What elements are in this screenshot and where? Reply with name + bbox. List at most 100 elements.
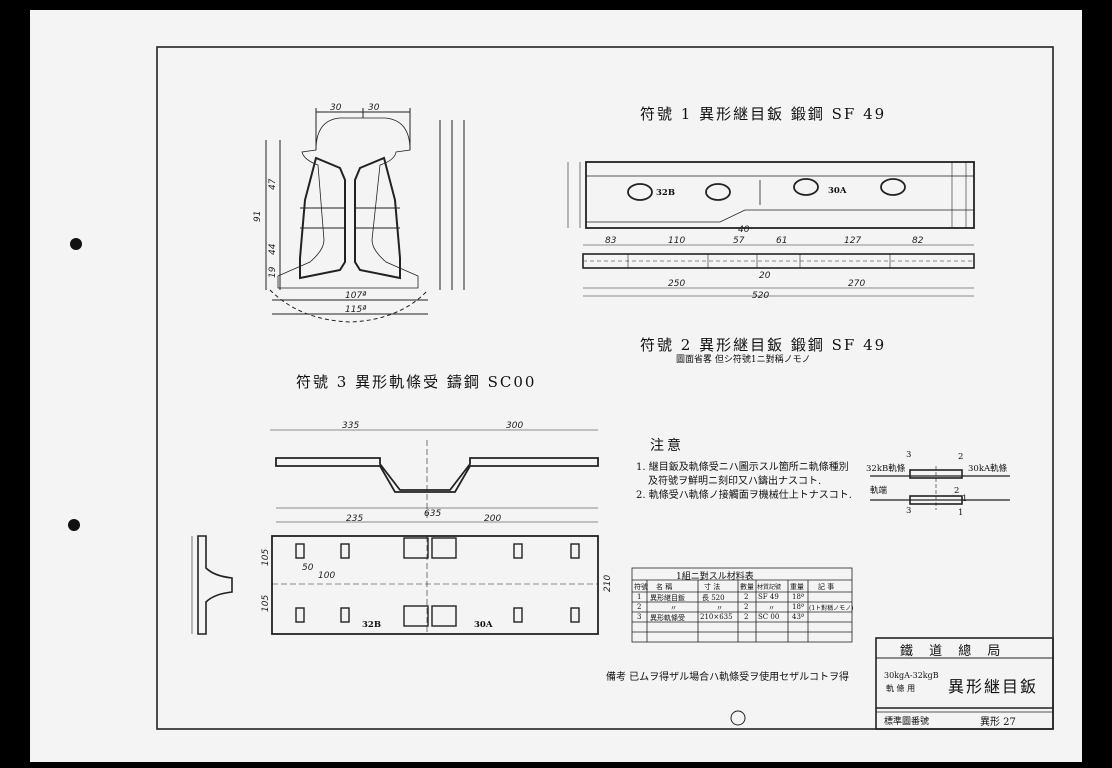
- rail-section-view: [265, 108, 465, 323]
- parts-table-grid: [631, 567, 853, 643]
- dim-107: 107ª: [345, 291, 367, 301]
- section-dimension-labels: 30 30 107ª 115ª 91 47 44 19: [253, 103, 380, 315]
- dim-83: 83: [605, 236, 617, 246]
- part3-dimension-labels: 335 300 635 235 200 105 105 210 50 100: [261, 421, 613, 612]
- dim-335: 335: [342, 421, 359, 431]
- title-block-grid: [875, 637, 1054, 730]
- dim-105-bottom: 105: [261, 595, 271, 612]
- dim-270: 270: [848, 279, 865, 289]
- dim-235: 235: [346, 514, 363, 524]
- drawing-border: [156, 46, 1054, 730]
- table-cell: (1ト對稱ノモノ): [809, 605, 854, 612]
- dim-30-right: 30: [368, 103, 380, 113]
- part2-title: 符號 2 異形継目鈑 鍛鋼 SF 49: [640, 336, 887, 354]
- paper: [30, 10, 1082, 762]
- sketch-mark-3a: 3: [906, 450, 912, 460]
- sketch-right-label: 30kA軌條: [968, 464, 1008, 474]
- binding-hole-top: [70, 238, 82, 250]
- table-header-weight: 重量: [790, 583, 804, 591]
- notes-heading: 注意: [650, 438, 684, 454]
- dim-47: 47: [268, 178, 278, 190]
- sketch-mark-1b: 1: [962, 494, 968, 504]
- table-cell: 異形軌條受: [650, 614, 685, 622]
- dim-61: 61: [776, 236, 787, 246]
- dim-200: 200: [484, 514, 501, 524]
- sketch-side-label: 軌端: [870, 486, 888, 496]
- scribble-mark: [730, 710, 746, 726]
- dim-210: 210: [603, 575, 613, 592]
- title-block-std-num: 異形 27: [980, 717, 1016, 728]
- dim-520: 520: [752, 291, 769, 301]
- table-cell: 2: [744, 593, 749, 601]
- sketch-left-label: 32kB軌條: [866, 464, 906, 474]
- table-cell: 1: [637, 593, 642, 601]
- dim-300: 300: [506, 421, 523, 431]
- dim-19: 19: [268, 266, 278, 278]
- table-cell: 210×635: [700, 613, 733, 621]
- title-block-org: 鐵 道 總 局: [900, 644, 1007, 659]
- table-title: 1組ニ對スル材料表: [676, 572, 754, 582]
- table-cell: SC 00: [758, 613, 780, 621]
- table-cell: 18ª: [792, 593, 805, 601]
- table-cell: 〃: [670, 604, 677, 612]
- table-header-qty: 數量: [740, 583, 754, 591]
- table-cell: 43ª: [792, 613, 805, 621]
- part3-title: 符號 3 異形軌條受 鑄鋼 SC00: [296, 373, 537, 391]
- part1-label-30a: 30A: [828, 186, 847, 196]
- dim-91: 91: [253, 211, 263, 222]
- dim-105-top: 105: [261, 549, 271, 566]
- table-cell: 〃: [716, 604, 723, 612]
- dim-44: 44: [268, 243, 278, 255]
- dim-635: 635: [424, 509, 441, 519]
- part1-label-32b: 32B: [656, 188, 676, 198]
- dim-250: 250: [668, 279, 685, 289]
- dim-110: 110: [668, 236, 685, 246]
- dim-100: 100: [318, 571, 335, 581]
- note-line-2: 2. 軌條受ハ軌條ノ接觸面ヲ機械仕上トナスコト.: [636, 490, 852, 501]
- dim-30-left: 30: [330, 103, 342, 113]
- table-cell: 2: [637, 603, 642, 611]
- table-cell: 3: [637, 613, 642, 621]
- part3-label-30a: 30A: [474, 620, 493, 630]
- sketch-mark-2a: 2: [958, 452, 964, 462]
- table-header-remark: 記 事: [818, 583, 835, 591]
- table-cell: 2: [744, 613, 749, 621]
- table-cell: 2: [744, 603, 749, 611]
- part3-label-32b: 32B: [362, 620, 382, 630]
- sketch-mark-1a: 1: [958, 508, 964, 518]
- sketch-mark-2b: 2: [954, 486, 960, 496]
- dim-20: 20: [759, 271, 771, 281]
- table-header-size: 寸 法: [704, 583, 721, 591]
- table-cell: 異形継目鈑: [650, 594, 685, 602]
- dim-115: 115ª: [345, 305, 367, 315]
- sketch-mark-3b: 3: [906, 506, 912, 516]
- title-block-std-label: 標準圖番號: [884, 717, 930, 727]
- table-cell: 18ª: [792, 603, 805, 611]
- note-line-1: 1. 継目鈑及軌條受ニハ圖示スル箇所ニ軌條種別: [636, 462, 849, 473]
- title-block-name: 異形継目鈑: [948, 677, 1039, 696]
- table-header-material: 材質記號: [757, 584, 782, 591]
- dim-40: 40: [738, 225, 750, 235]
- part3-views: [191, 429, 599, 635]
- binding-hole-bottom: [68, 519, 80, 531]
- part2-subtitle: 圖面省畧 但シ符號1ニ對稱ノモノ: [676, 355, 811, 365]
- dim-57: 57: [733, 236, 745, 246]
- part1-title: 符號 1 異形継目鈑 鍛鋼 SF 49: [640, 105, 887, 123]
- remark: 備考 已ムヲ得ザル場合ハ軌條受ヲ使用セザルコトヲ得: [606, 672, 849, 683]
- part1-elevation: [567, 161, 975, 297]
- table-cell: 長 520: [702, 594, 725, 602]
- table-cell: SF 49: [758, 593, 779, 601]
- dim-50: 50: [302, 563, 314, 573]
- note-line-1b: 及符號ヲ鮮明ニ刻印又ハ鑄出ナスコト.: [648, 476, 822, 487]
- table-cell: 〃: [768, 604, 775, 612]
- title-block-use: 軌 條 用: [886, 684, 916, 693]
- dim-82: 82: [912, 236, 924, 246]
- table-header-no: 符號: [634, 583, 648, 591]
- dim-127: 127: [844, 236, 861, 246]
- part1-dimension-labels: 83 110 57 61 127 82 250 270 520 40 20: [605, 225, 924, 301]
- title-block-spec: 30kgA-32kgB: [884, 671, 939, 680]
- table-header-name: 名 稱: [656, 583, 673, 591]
- joint-sketch: [870, 466, 1010, 510]
